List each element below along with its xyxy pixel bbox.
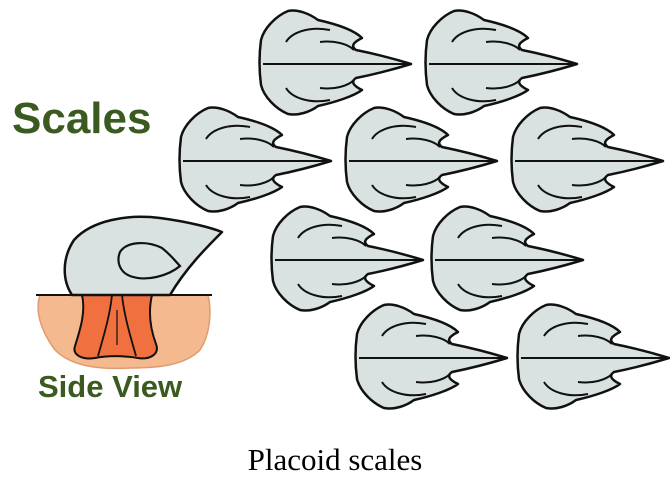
scale-row2-b <box>346 108 498 212</box>
side-view-label: Side View <box>38 369 183 404</box>
scale-row1-b <box>426 11 578 115</box>
scale-row2-a <box>180 108 332 212</box>
scale-base <box>74 295 156 358</box>
scale-row3-b <box>432 207 584 311</box>
scale-row4-a <box>356 305 508 409</box>
scale-row3-a <box>272 207 424 311</box>
figure-caption: Placoid scales <box>0 442 670 478</box>
scale-row4-b <box>518 305 670 409</box>
scale-row2-c <box>512 108 664 212</box>
scales-label: Scales <box>12 94 151 143</box>
side-view-illustration <box>36 217 222 369</box>
scale-row1-a <box>260 11 412 115</box>
